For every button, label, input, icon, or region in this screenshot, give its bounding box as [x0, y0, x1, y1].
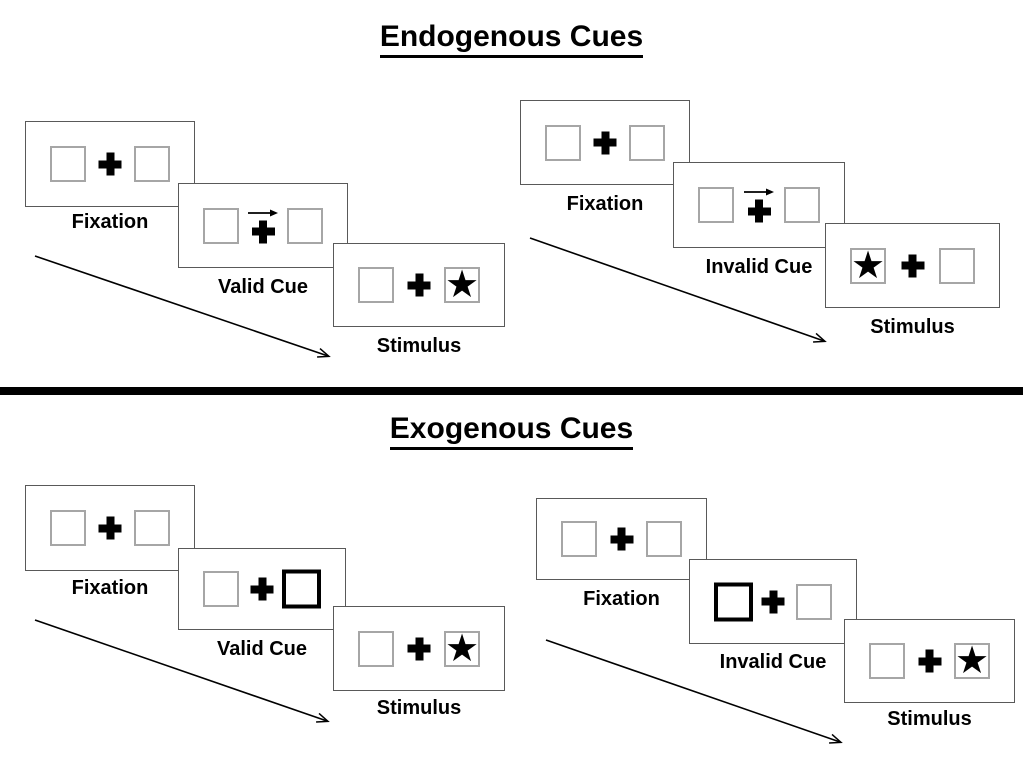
cue-box-left [714, 582, 753, 621]
panel-center [744, 188, 774, 223]
panel-center [761, 590, 785, 613]
panel-label-invalid-cue: Invalid Cue [705, 256, 813, 278]
panel-label-stimulus: Stimulus [887, 708, 972, 730]
fixation-panel [25, 121, 195, 207]
stimulus-panel: ★ [844, 619, 1015, 703]
timeline-arrow [529, 237, 827, 343]
placeholder-box-left [358, 267, 394, 303]
fixation-cross-icon [251, 220, 275, 243]
fixation-cross-icon [98, 152, 122, 176]
panel-label-fixation: Fixation [583, 588, 660, 610]
placeholder-box-left [869, 643, 905, 679]
star-box: ★ [850, 242, 886, 287]
star-icon: ★ [850, 242, 886, 287]
section-title-text: Endogenous Cues [379, 20, 644, 58]
star-box: ★ [954, 638, 990, 682]
timeline-arrow [545, 639, 843, 744]
panel-label-invalid-cue: Invalid Cue [719, 651, 827, 673]
panel-label-fixation: Fixation [71, 577, 149, 599]
timeline-arrow [34, 619, 330, 723]
fixation-cross-icon [98, 516, 122, 540]
star-box: ★ [444, 262, 480, 306]
valid-cue-panel [178, 183, 348, 268]
section-title-endogenous: Endogenous Cues [0, 20, 1023, 58]
stimulus-panel: ★ [333, 243, 505, 327]
section-divider [0, 387, 1023, 395]
cue-arrow-right-icon [248, 209, 278, 216]
stimulus-panel: ★ [825, 223, 1000, 308]
panel-center [901, 254, 924, 277]
invalid-cue-panel [689, 559, 857, 644]
panel-center [918, 649, 941, 673]
panel-center [407, 273, 431, 297]
fixation-panel [25, 485, 195, 571]
panel-center [593, 131, 617, 154]
panel-label-fixation: Fixation [566, 193, 644, 215]
fixation-cross-icon [901, 254, 924, 277]
placeholder-box-right [784, 187, 820, 223]
panel-center [250, 577, 274, 601]
placeholder-box-right [629, 124, 665, 161]
fixation-cross-icon [918, 649, 941, 673]
placeholder-box-right [134, 510, 170, 546]
fixation-cross-icon [407, 637, 431, 660]
panel-label-stimulus: Stimulus [376, 697, 462, 719]
placeholder-box-left [203, 571, 239, 607]
fixation-panel [520, 100, 690, 185]
fixation-cross-icon [250, 577, 274, 601]
placeholder-box-right [646, 521, 682, 557]
placeholder-box-left [50, 510, 86, 546]
fixation-cross-icon [610, 527, 633, 551]
star-icon: ★ [444, 625, 480, 670]
star-icon: ★ [954, 638, 990, 682]
section-title-text: Exogenous Cues [389, 412, 634, 450]
placeholder-box-left [203, 207, 239, 244]
placeholder-box-left [50, 146, 86, 182]
section-title-exogenous: Exogenous Cues [0, 412, 1023, 450]
star-box: ★ [444, 625, 480, 670]
timeline-arrow [34, 255, 331, 358]
fixation-cross-icon [407, 273, 431, 297]
panel-label-fixation: Fixation [71, 211, 149, 233]
star-icon: ★ [444, 262, 480, 306]
placeholder-box-right [796, 583, 832, 620]
cue-arrow-right-icon [744, 188, 774, 196]
placeholder-box-left [358, 630, 394, 667]
panel-label-valid-cue: Valid Cue [217, 276, 309, 298]
invalid-cue-panel [673, 162, 845, 248]
stimulus-panel: ★ [333, 606, 505, 691]
panel-center [98, 516, 122, 540]
placeholder-box-right [939, 247, 975, 284]
fixation-cross-icon [593, 131, 617, 154]
panel-label-stimulus: Stimulus [870, 316, 955, 338]
placeholder-box-right [134, 146, 170, 182]
panel-center [248, 208, 278, 243]
placeholder-box-left [561, 521, 597, 557]
fixation-cross-icon [747, 199, 771, 223]
panel-center [610, 527, 633, 551]
fixation-panel [536, 498, 707, 580]
panel-label-valid-cue: Valid Cue [216, 638, 308, 660]
placeholder-box-left [698, 187, 734, 223]
panel-center [407, 637, 431, 660]
cue-box-right [282, 569, 321, 609]
placeholder-box-left [545, 124, 581, 161]
valid-cue-panel [178, 548, 346, 630]
panel-label-stimulus: Stimulus [376, 335, 462, 357]
placeholder-box-right [287, 207, 323, 244]
panel-center [98, 152, 122, 176]
fixation-cross-icon [761, 590, 785, 613]
